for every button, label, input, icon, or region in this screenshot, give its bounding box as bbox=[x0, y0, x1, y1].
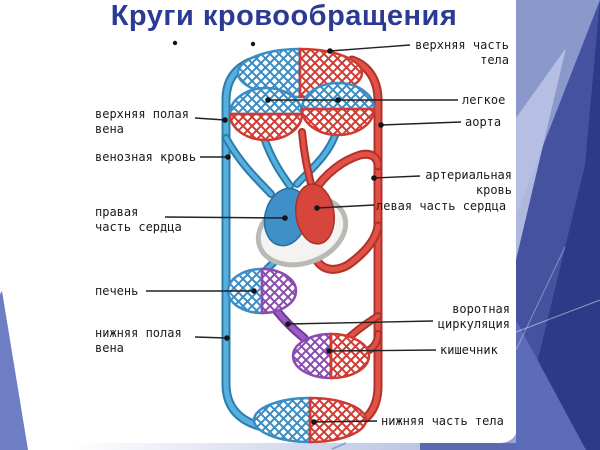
bottom-strip bbox=[70, 443, 516, 450]
label-venous-blood: венозная кровь bbox=[95, 150, 197, 164]
label-left-heart: левая часть сердца bbox=[376, 199, 507, 213]
label-superior-vena-cava: верхняя полая вена bbox=[95, 107, 189, 136]
leader-dots bbox=[172, 40, 384, 425]
leader-lines bbox=[146, 44, 462, 423]
label-aorta: аорта bbox=[465, 115, 502, 129]
intestine-capillaries bbox=[291, 332, 371, 380]
lower-body-capillaries bbox=[252, 396, 368, 444]
label-lower-body: нижняя часть тела bbox=[381, 414, 504, 428]
heart-left-side bbox=[294, 183, 336, 245]
label-intestine: кишечник bbox=[440, 343, 498, 357]
content-panel bbox=[0, 0, 518, 443]
bottom-strip-accent bbox=[420, 443, 516, 450]
stray-dot bbox=[250, 41, 256, 47]
right-band bbox=[515, 0, 600, 450]
label-liver: печень bbox=[95, 284, 139, 298]
label-arterial-blood: артериальная кровь bbox=[425, 168, 512, 197]
slide-title: Круги кровообращения bbox=[110, 0, 458, 32]
label-right-heart: правая часть сердца bbox=[95, 205, 182, 234]
label-lung: легкое bbox=[462, 93, 506, 107]
label-inferior-vena-cava: нижняя полая вена bbox=[95, 326, 182, 355]
bottom-tick bbox=[331, 442, 347, 450]
vena-cava-vessel bbox=[221, 57, 267, 432]
circulation-diagram bbox=[146, 40, 462, 444]
left-wedge bbox=[0, 291, 28, 450]
heart bbox=[255, 183, 349, 268]
label-upper-body: верхняя часть тела bbox=[415, 38, 509, 67]
label-portal-circulation: воротная циркуляция bbox=[437, 302, 510, 331]
lung-capillaries-left bbox=[228, 86, 304, 142]
lung-capillaries-right bbox=[300, 81, 376, 137]
stray-dot bbox=[172, 40, 178, 46]
